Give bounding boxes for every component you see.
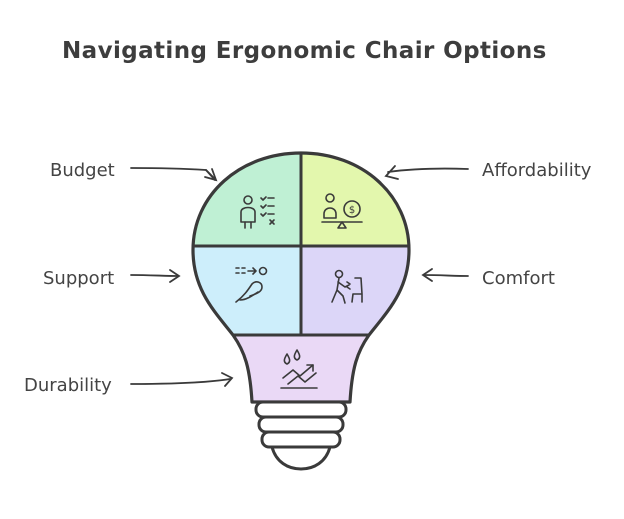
- segment-budget: [193, 153, 301, 246]
- label-comfort: Comfort: [482, 268, 555, 289]
- arrow-affordability: [387, 167, 469, 173]
- arrow-budget: [130, 167, 215, 179]
- person-to-chair-icon: [331, 269, 363, 304]
- arrow-durability: [130, 378, 231, 385]
- page-title: Navigating Ergonomic Chair Options: [62, 38, 547, 64]
- drops-trend-up-icon: [280, 349, 318, 389]
- label-support: Support: [43, 268, 115, 289]
- arrow-support: [130, 274, 179, 277]
- label-affordability: Affordability: [482, 160, 592, 181]
- person-balance-money-icon: $: [321, 193, 363, 229]
- bulb-base: [254, 400, 348, 471]
- person-checklist-icon: [240, 195, 275, 229]
- segment-affordability: [301, 153, 409, 246]
- svg-text:$: $: [349, 205, 355, 216]
- label-budget: Budget: [50, 160, 115, 181]
- label-durability: Durability: [24, 375, 112, 396]
- arrow-comfort: [423, 274, 469, 277]
- seat-recline-support-icon: [235, 266, 268, 303]
